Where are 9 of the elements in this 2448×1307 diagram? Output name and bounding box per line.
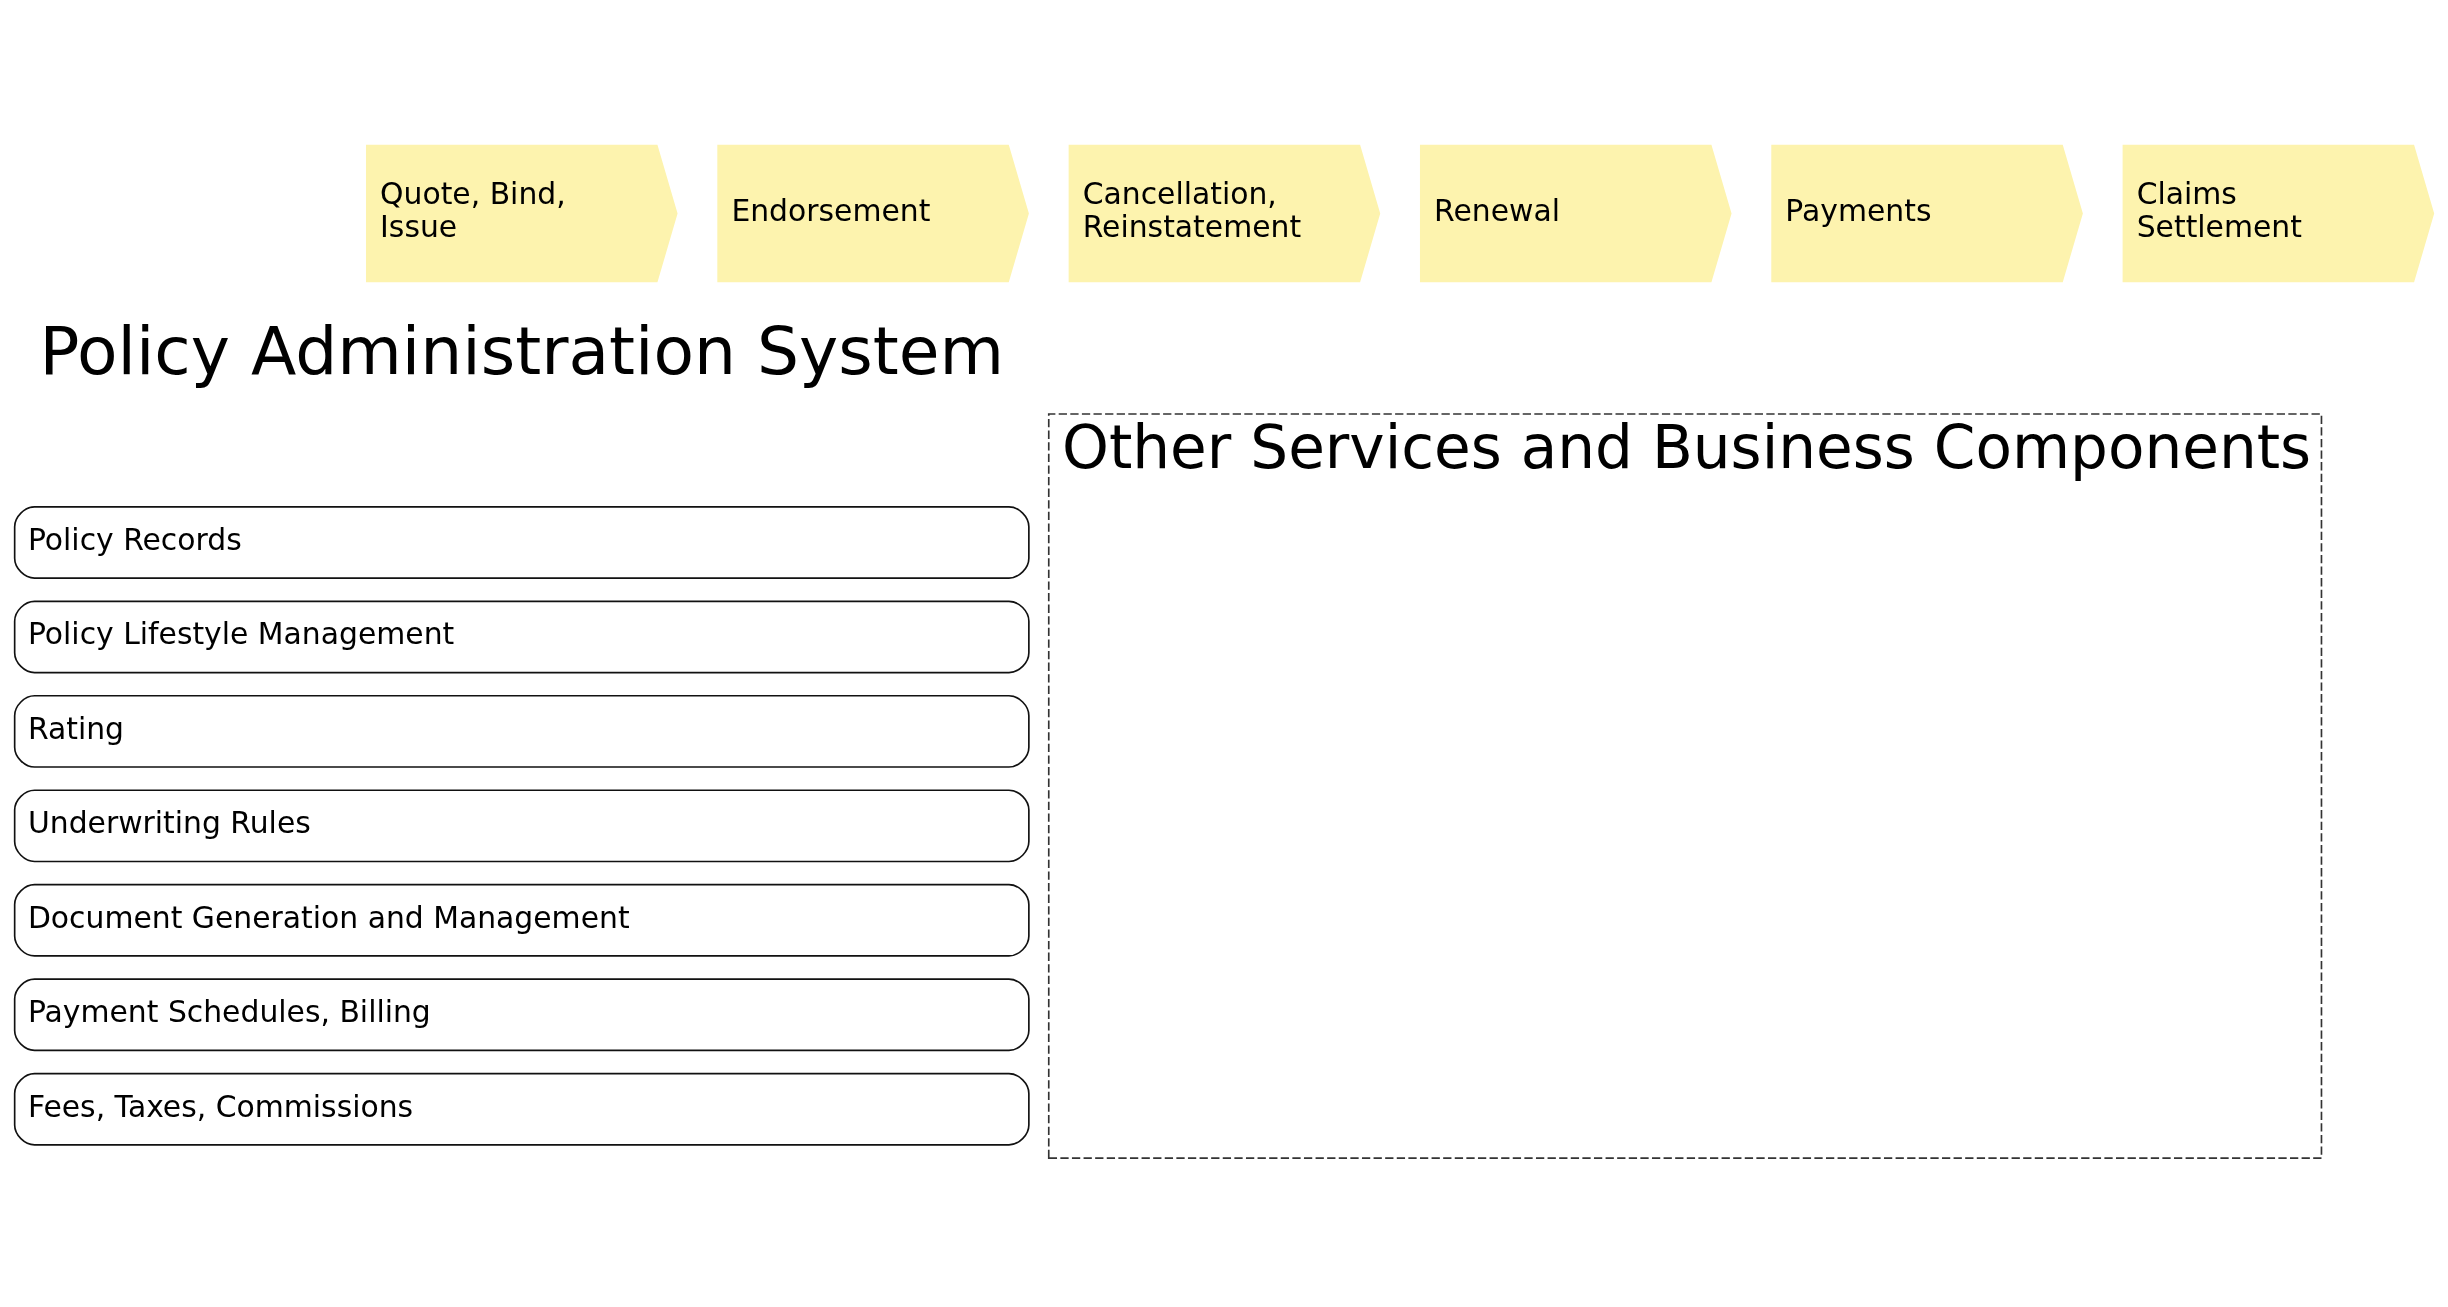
node-box: Other Services and Business Components [1047, 413, 2323, 1159]
node-box: Rating [13, 694, 1030, 768]
node-box: Policy Records [13, 506, 1030, 579]
node-box: Fees, Taxes, Commissions [13, 1072, 1030, 1146]
node-box: Underwriting Rules [13, 789, 1030, 863]
node-box: Policy Lifestyle Management [13, 600, 1030, 674]
node-box: Document Generation and Management [13, 883, 1030, 957]
label: Policy Administration System [39, 312, 1005, 391]
node-box: Payment Schedules, Billing [13, 978, 1030, 1052]
